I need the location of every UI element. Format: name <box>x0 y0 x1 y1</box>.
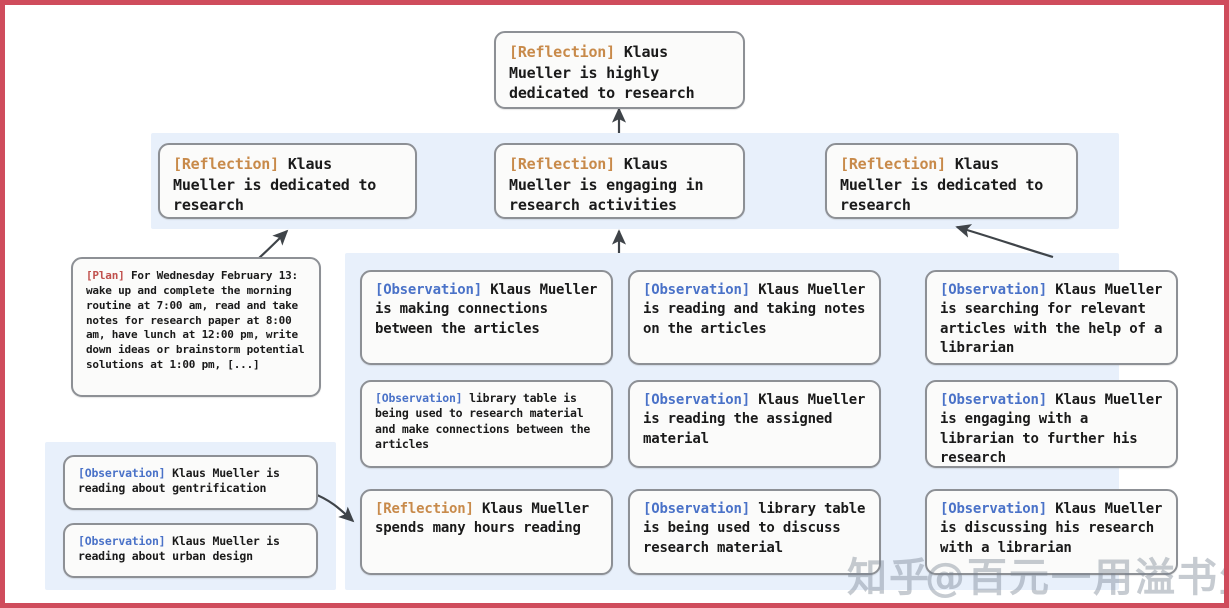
column-two-node-3[interactable]: [Observation] library table is being use… <box>628 489 881 575</box>
reflection-tag: [Reflection] <box>840 155 946 173</box>
plan-node[interactable]: [Plan] For Wednesday February 13: wake u… <box>71 257 321 397</box>
reflection-text: Klaus Mueller is engaging in research ac… <box>509 155 704 215</box>
reflection-text: Klaus Mueller is dedicated to research <box>173 155 377 215</box>
reflection-tag: [Reflection] <box>173 155 279 173</box>
observation-text: library table is being used to research … <box>375 391 591 452</box>
reflection-node-middle[interactable]: [Reflection] Klaus Mueller is engaging i… <box>494 143 745 219</box>
watermark-handle: @百元一用溢书生 <box>925 555 1229 601</box>
observation-tag: [Observation] <box>375 282 482 298</box>
plan-text: For Wednesday February 13: wake up and c… <box>86 269 305 372</box>
reflection-tag: [Reflection] <box>509 155 615 173</box>
column-three-node-1[interactable]: [Observation] Klaus Mueller is searching… <box>925 270 1178 365</box>
observation-tag: [Observation] <box>375 391 463 405</box>
column-one-node-1[interactable]: [Observation] Klaus Mueller is making co… <box>360 270 613 365</box>
observation-text: Klaus Mueller is reading about gentrific… <box>78 466 280 496</box>
left-observation-node-1[interactable]: [Observation] Klaus Mueller is reading a… <box>63 455 318 510</box>
column-two-node-1[interactable]: [Observation] Klaus Mueller is reading a… <box>628 270 881 365</box>
reflection-tag: [Reflection] <box>509 43 615 61</box>
observation-tag: [Observation] <box>643 392 750 408</box>
root-reflection-text: Klaus Mueller is highly dedicated to res… <box>509 43 695 103</box>
plan-tag: [Plan] <box>86 269 125 282</box>
observation-tag: [Observation] <box>940 282 1047 298</box>
observation-tag: [Observation] <box>643 501 750 517</box>
reflection-tag: [Reflection] <box>375 501 474 517</box>
observation-text: Klaus Mueller is reading about urban des… <box>78 534 280 564</box>
column-one-node-3[interactable]: [Reflection] Klaus Mueller spends many h… <box>360 489 613 575</box>
column-one-node-2[interactable]: [Observation] library table is being use… <box>360 380 613 468</box>
reflection-node-right[interactable]: [Reflection] Klaus Mueller is dedicated … <box>825 143 1078 219</box>
observation-tag: [Observation] <box>940 501 1047 517</box>
observation-tag: [Observation] <box>643 282 750 298</box>
observation-tag: [Observation] <box>940 392 1047 408</box>
column-three-node-3[interactable]: [Observation] Klaus Mueller is discussin… <box>925 489 1178 575</box>
left-observation-node-2[interactable]: [Observation] Klaus Mueller is reading a… <box>63 523 318 578</box>
reflection-node-left[interactable]: [Reflection] Klaus Mueller is dedicated … <box>158 143 417 219</box>
column-two-node-2[interactable]: [Observation] Klaus Mueller is reading t… <box>628 380 881 468</box>
root-reflection-node[interactable]: [Reflection] Klaus Mueller is highly ded… <box>494 31 745 109</box>
observation-text: library table is being used to discuss r… <box>643 501 866 556</box>
watermark-logo: 知乎 <box>847 555 931 601</box>
reflection-text: Klaus Mueller is dedicated to research <box>840 155 1044 215</box>
observation-text: Klaus Mueller is reading and taking note… <box>643 282 866 337</box>
observation-text: Klaus Mueller is discussing his research… <box>940 501 1163 556</box>
reflection-text: Klaus Mueller spends many hours reading <box>375 501 589 537</box>
observation-text: Klaus Mueller is making connections betw… <box>375 282 598 337</box>
observation-tag: [Observation] <box>78 466 166 480</box>
observation-text: Klaus Mueller is reading the assigned ma… <box>643 392 866 447</box>
column-three-node-2[interactable]: [Observation] Klaus Mueller is engaging … <box>925 380 1178 468</box>
observation-tag: [Observation] <box>78 534 166 548</box>
observation-text: Klaus Mueller is engaging with a librari… <box>940 392 1163 466</box>
observation-text: Klaus Mueller is searching for relevant … <box>940 282 1163 356</box>
